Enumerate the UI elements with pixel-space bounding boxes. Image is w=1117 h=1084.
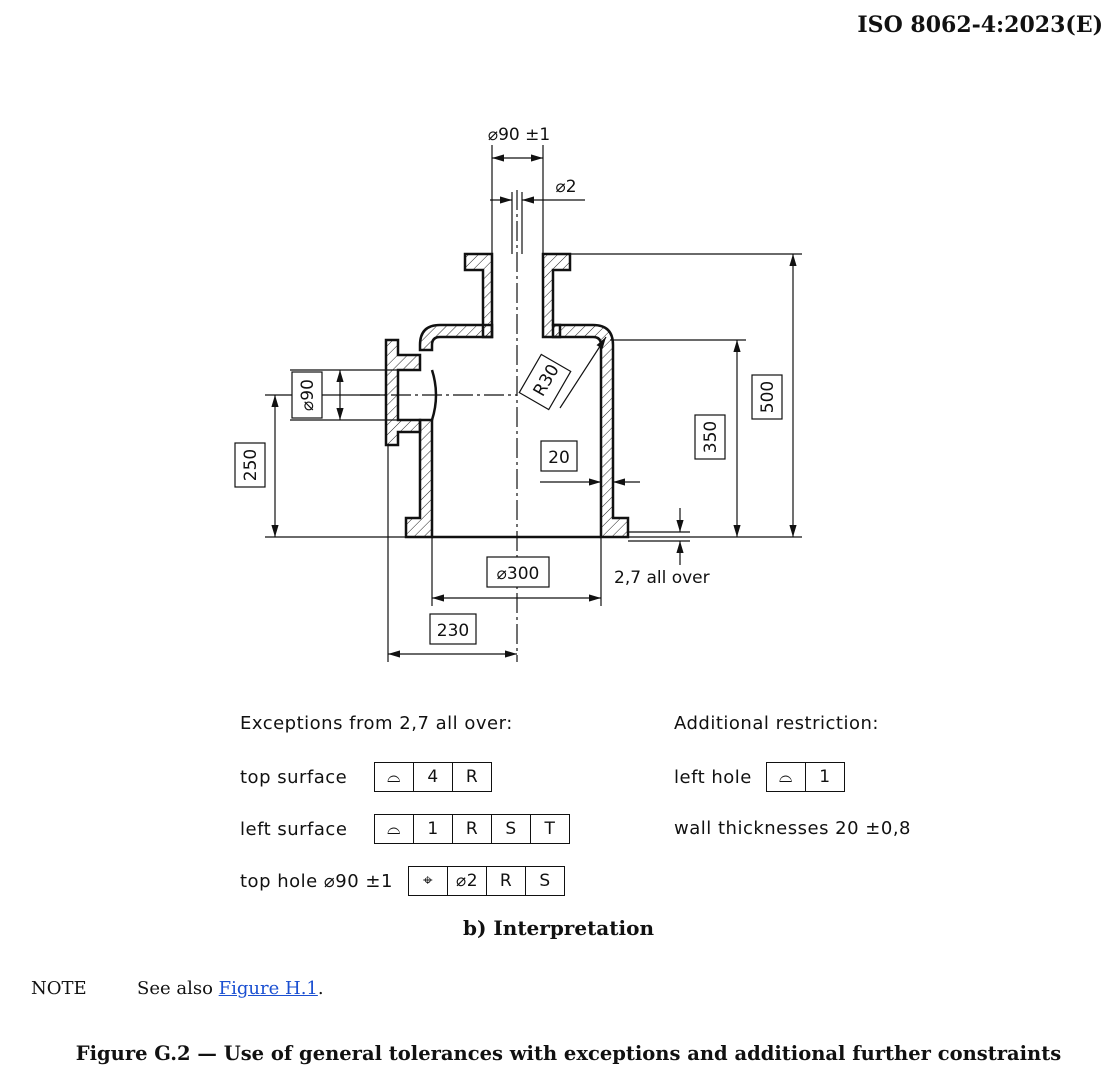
- note-label: NOTE: [31, 978, 87, 999]
- feature-control-frame: ⌓ 4 R: [374, 762, 492, 792]
- tolerance-value: 4: [413, 763, 452, 791]
- subcaption: b) Interpretation: [463, 916, 654, 940]
- feature-control-frame: ⌓ 1 R S T: [374, 814, 570, 844]
- datum: R: [452, 763, 491, 791]
- dimension-lines: [265, 145, 802, 662]
- datum: S: [491, 815, 530, 843]
- datum: S: [525, 867, 564, 895]
- dim-wall: 20: [548, 448, 570, 468]
- dim-small-hole: ⌀2: [555, 177, 576, 197]
- figure-caption: Figure G.2 — Use of general tolerances w…: [75, 1042, 1062, 1065]
- additional-label: left hole: [674, 766, 752, 788]
- dim-all-over: 2,7 all over: [614, 568, 710, 588]
- note-end: .: [317, 978, 324, 999]
- dim-diameter: ⌀300: [497, 564, 540, 584]
- feature-control-frame: ⌖ ⌀2 R S: [408, 866, 565, 896]
- feature-control-frame: ⌓ 1: [765, 762, 845, 792]
- additional-title: Additional restriction:: [674, 713, 879, 734]
- exceptions-title: Exceptions from 2,7 all over:: [240, 713, 513, 734]
- dimension-boxes: [234, 353, 783, 645]
- exception-row: left surface ⌓ 1 R S T: [240, 814, 570, 844]
- dim-500: 500: [758, 381, 778, 413]
- tolerance-value: 1: [804, 763, 844, 791]
- datum: R: [452, 815, 491, 843]
- note-text: See also: [137, 978, 219, 999]
- tolerance-value: 1: [413, 815, 452, 843]
- dim-top-hole: ⌀90 ±1: [488, 125, 550, 145]
- note: NOTE See also Figure H.1.: [31, 978, 324, 999]
- dim-250: 250: [241, 449, 261, 481]
- wall-thickness: wall thicknesses 20 ±0,8: [674, 818, 912, 839]
- surface-profile-icon: ⌓: [387, 819, 401, 839]
- exception-label: top surface: [240, 766, 348, 788]
- exception-label: top hole ⌀90 ±1: [240, 870, 393, 892]
- exception-row: top surface ⌓ 4 R: [240, 762, 492, 792]
- datum: T: [530, 815, 569, 843]
- surface-profile-icon: ⌓: [778, 767, 793, 787]
- additional-row: left hole ⌓ 1: [674, 762, 845, 792]
- tolerance-value: ⌀2: [447, 867, 486, 895]
- dim-left-hole: ⌀90: [298, 379, 318, 411]
- exception-row: top hole ⌀90 ±1 ⌖ ⌀2 R S: [240, 866, 565, 896]
- datum: R: [486, 867, 525, 895]
- figure-h1-link[interactable]: Figure H.1: [218, 978, 318, 999]
- dim-350: 350: [701, 421, 721, 453]
- surface-profile-icon: ⌓: [387, 767, 401, 787]
- dim-offset: 230: [437, 621, 469, 641]
- document-id: ISO 8062-4:2023(E): [857, 12, 1103, 38]
- position-icon: ⌖: [422, 871, 434, 891]
- exception-label: left surface: [240, 818, 348, 840]
